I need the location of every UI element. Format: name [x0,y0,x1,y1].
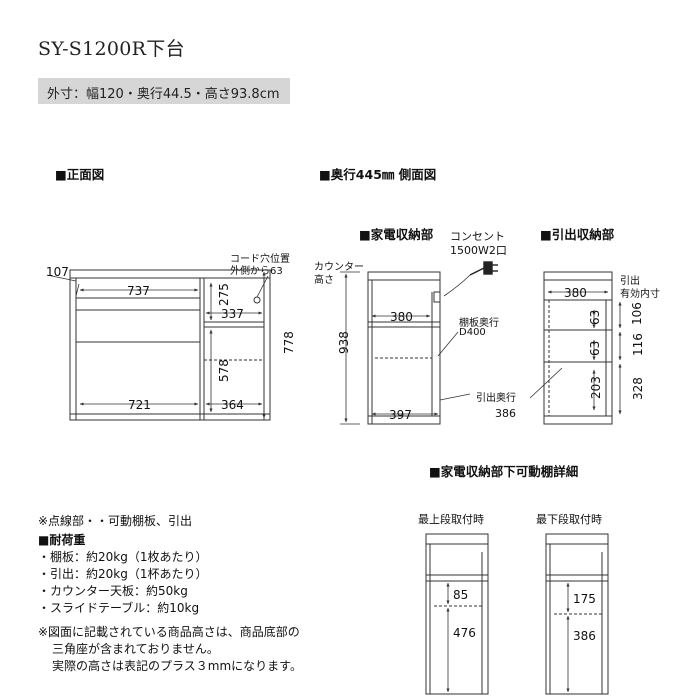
dim-203: 203 [589,376,603,399]
shelf-detail-heading: ■家電収納部下可動棚詳細 [429,464,579,479]
dotted-line-note: ※点線部・・可動棚板、引出 [38,514,193,528]
product-title: SY-S1200R下台 [38,38,185,60]
dim-337: 337 [221,307,244,321]
load-item-slide-table: ・スライドテーブル：約10kg [38,601,200,615]
appliance-side-dimensions [340,271,471,425]
dim-476: 476 [453,626,476,640]
front-counter-top [69,269,271,279]
cord-hole-label-2: 外側から63 [230,266,283,277]
dim-380-drawer: 380 [564,286,587,300]
plug-icon [469,261,498,276]
footnote-line-2: 三角座が含まれておりません。 [52,642,219,656]
outlet-label-2: 1500W2口 [450,244,507,257]
front-view-heading: ■正面図 [55,167,105,182]
footnote-line-1: ※図面に記載されている商品高さは、商品底部の [38,625,300,639]
dim-386-shelf: 386 [573,629,596,643]
dim-397: 397 [389,408,412,422]
front-dimension-labels: 107 737 275 337 578 778 721 364 [46,265,296,412]
shelf-detail-bottom-labels: 175 386 [573,592,596,643]
counter-height-label-1: カウンター [314,262,364,273]
load-capacity-heading: ■耐荷重 [38,533,86,547]
dim-364: 364 [221,398,244,412]
load-item-shelf: ・棚板：約20kg（1枚あたり） [38,550,208,564]
dim-328: 328 [631,377,645,400]
dim-63-b: 63 [588,341,602,356]
appliance-section-heading: ■家電収納部 [359,227,434,242]
front-drawer-1 [75,309,201,343]
drawer-inner-label-1: 引出 [620,276,640,287]
drawer-side-labels: 380 63 63 203 106 116 328 [564,286,645,400]
cord-hole-marker [253,296,261,304]
drawer-side-dimensions [529,290,622,415]
dim-721: 721 [128,398,151,412]
front-left-panel [69,277,77,421]
dim-107: 107 [46,265,69,279]
front-fixed-shelf [203,321,265,328]
appliance-side-outline [367,271,441,425]
dim-63-a: 63 [588,310,602,325]
shelf-top-slide [425,574,489,582]
front-dimensions [46,271,266,419]
dim-175: 175 [573,592,596,606]
appliance-side-labels: 938 380 397 [337,310,413,422]
shelf-detail-top-labels: 85 476 [453,588,476,640]
drawer-depth-label-2: 386 [495,407,516,420]
outlet-box [433,291,441,303]
appliance-slide-shelf [367,321,441,328]
drawer-side-drawing [543,271,613,425]
dim-275: 275 [217,283,231,306]
front-slide-table [75,297,201,311]
drawer-section-heading: ■引出収納部 [540,227,615,242]
dim-116: 116 [631,333,645,356]
load-item-counter: ・カウンター天板：約50kg [38,584,188,598]
shelf-depth-label-1: 棚板奥行 [459,318,499,329]
spec-bar [38,78,290,104]
dim-938: 938 [337,331,351,354]
load-item-drawer: ・引出：約20kg（1杯あたり） [38,567,208,581]
front-view-drawing [69,269,271,421]
side-view-heading: ■奥行445㎜ 側面図 [319,167,437,182]
bottom-mount-label: 最下段取付時 [536,513,602,526]
shelf-detail-bottom-drawing [545,533,609,695]
dim-737: 737 [127,284,150,298]
front-right-panel [263,277,271,421]
appliance-side-drawing [367,271,441,425]
dim-106: 106 [630,302,644,325]
dim-578: 578 [217,359,231,382]
drawer-depth-label-1: 引出奥行 [476,393,516,404]
shelf-depth-label-2: D400 [459,327,486,338]
counter-height-label-2: 高さ [314,275,334,286]
cord-hole-label-1: コード穴位置 [230,254,290,265]
dim-380-appliance: 380 [390,310,413,324]
outlet-label-1: コンセント [450,230,505,243]
shelf-bottom-slide [545,574,609,582]
dim-778: 778 [282,331,296,354]
spec-dimensions: 外寸：幅120・奥行44.5・高さ93.8cm [47,87,280,102]
shelf-detail-top-drawing [425,533,489,695]
top-mount-label: 最上段取付時 [418,513,484,526]
dim-85: 85 [453,588,468,602]
shelf-top-outline [425,533,489,695]
drawer-inner-label-2: 有効内寸 [620,289,660,300]
footnote-line-3: 実際の高さは表記のプラス３mmになります。 [52,659,302,673]
